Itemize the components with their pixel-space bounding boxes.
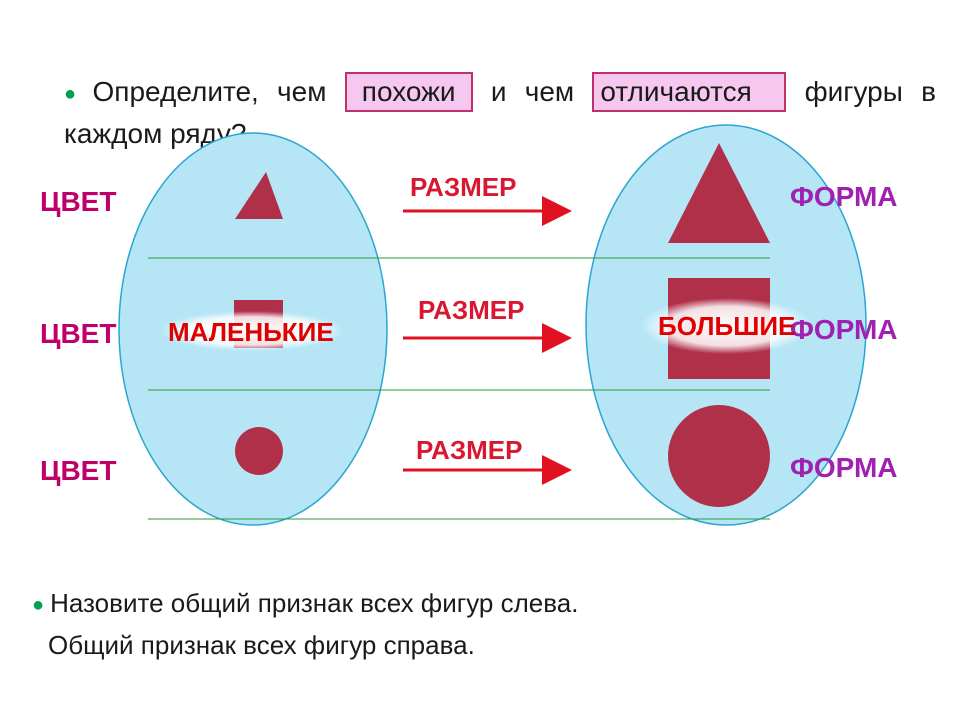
bottom-question-1-text: Назовите общий признак всех фигур слева.	[50, 588, 579, 618]
row3-left-label: ЦВЕТ	[40, 455, 117, 486]
big-triangle	[668, 143, 770, 243]
instruction-part1: Определите, чем	[92, 76, 327, 107]
caption-glow-left	[160, 311, 344, 351]
bottom-question-2: Общий признак всех фигур справа.	[48, 630, 475, 660]
big-group-caption: БОЛЬШИЕ	[658, 311, 796, 341]
row3-middle-label: РАЗМЕР	[416, 435, 523, 465]
small-group-caption: МАЛЕНЬКИЕ	[168, 317, 334, 347]
row2-left-label: ЦВЕТ	[40, 318, 117, 349]
row2-middle-label: РАЗМЕР	[418, 295, 525, 325]
highlight-differ: отличаются	[592, 72, 787, 112]
highlight-similar: похожи	[344, 72, 473, 112]
small-circle	[235, 427, 283, 475]
bottom-question-1: ●Назовите общий признак всех фигур слева…	[32, 588, 578, 619]
big-circle	[668, 405, 770, 507]
row3-right-label: ФОРМА	[790, 452, 898, 483]
bullet-icon: ●	[64, 82, 87, 105]
instruction-text: ●Определите, чем похожи и чем отличаются…	[64, 72, 936, 154]
caption-glow-right	[641, 298, 813, 354]
row1-left-label: ЦВЕТ	[40, 186, 117, 217]
row2-right-label: ФОРМА	[790, 314, 898, 345]
bullet-icon: ●	[32, 593, 45, 616]
instruction-part3: фигуры в каждом ряду?	[64, 76, 936, 149]
row1-middle-label: РАЗМЕР	[410, 172, 517, 202]
small-triangle	[235, 172, 283, 219]
instruction-part2: и чем	[490, 76, 575, 107]
row1-right-label: ФОРМА	[790, 181, 898, 212]
